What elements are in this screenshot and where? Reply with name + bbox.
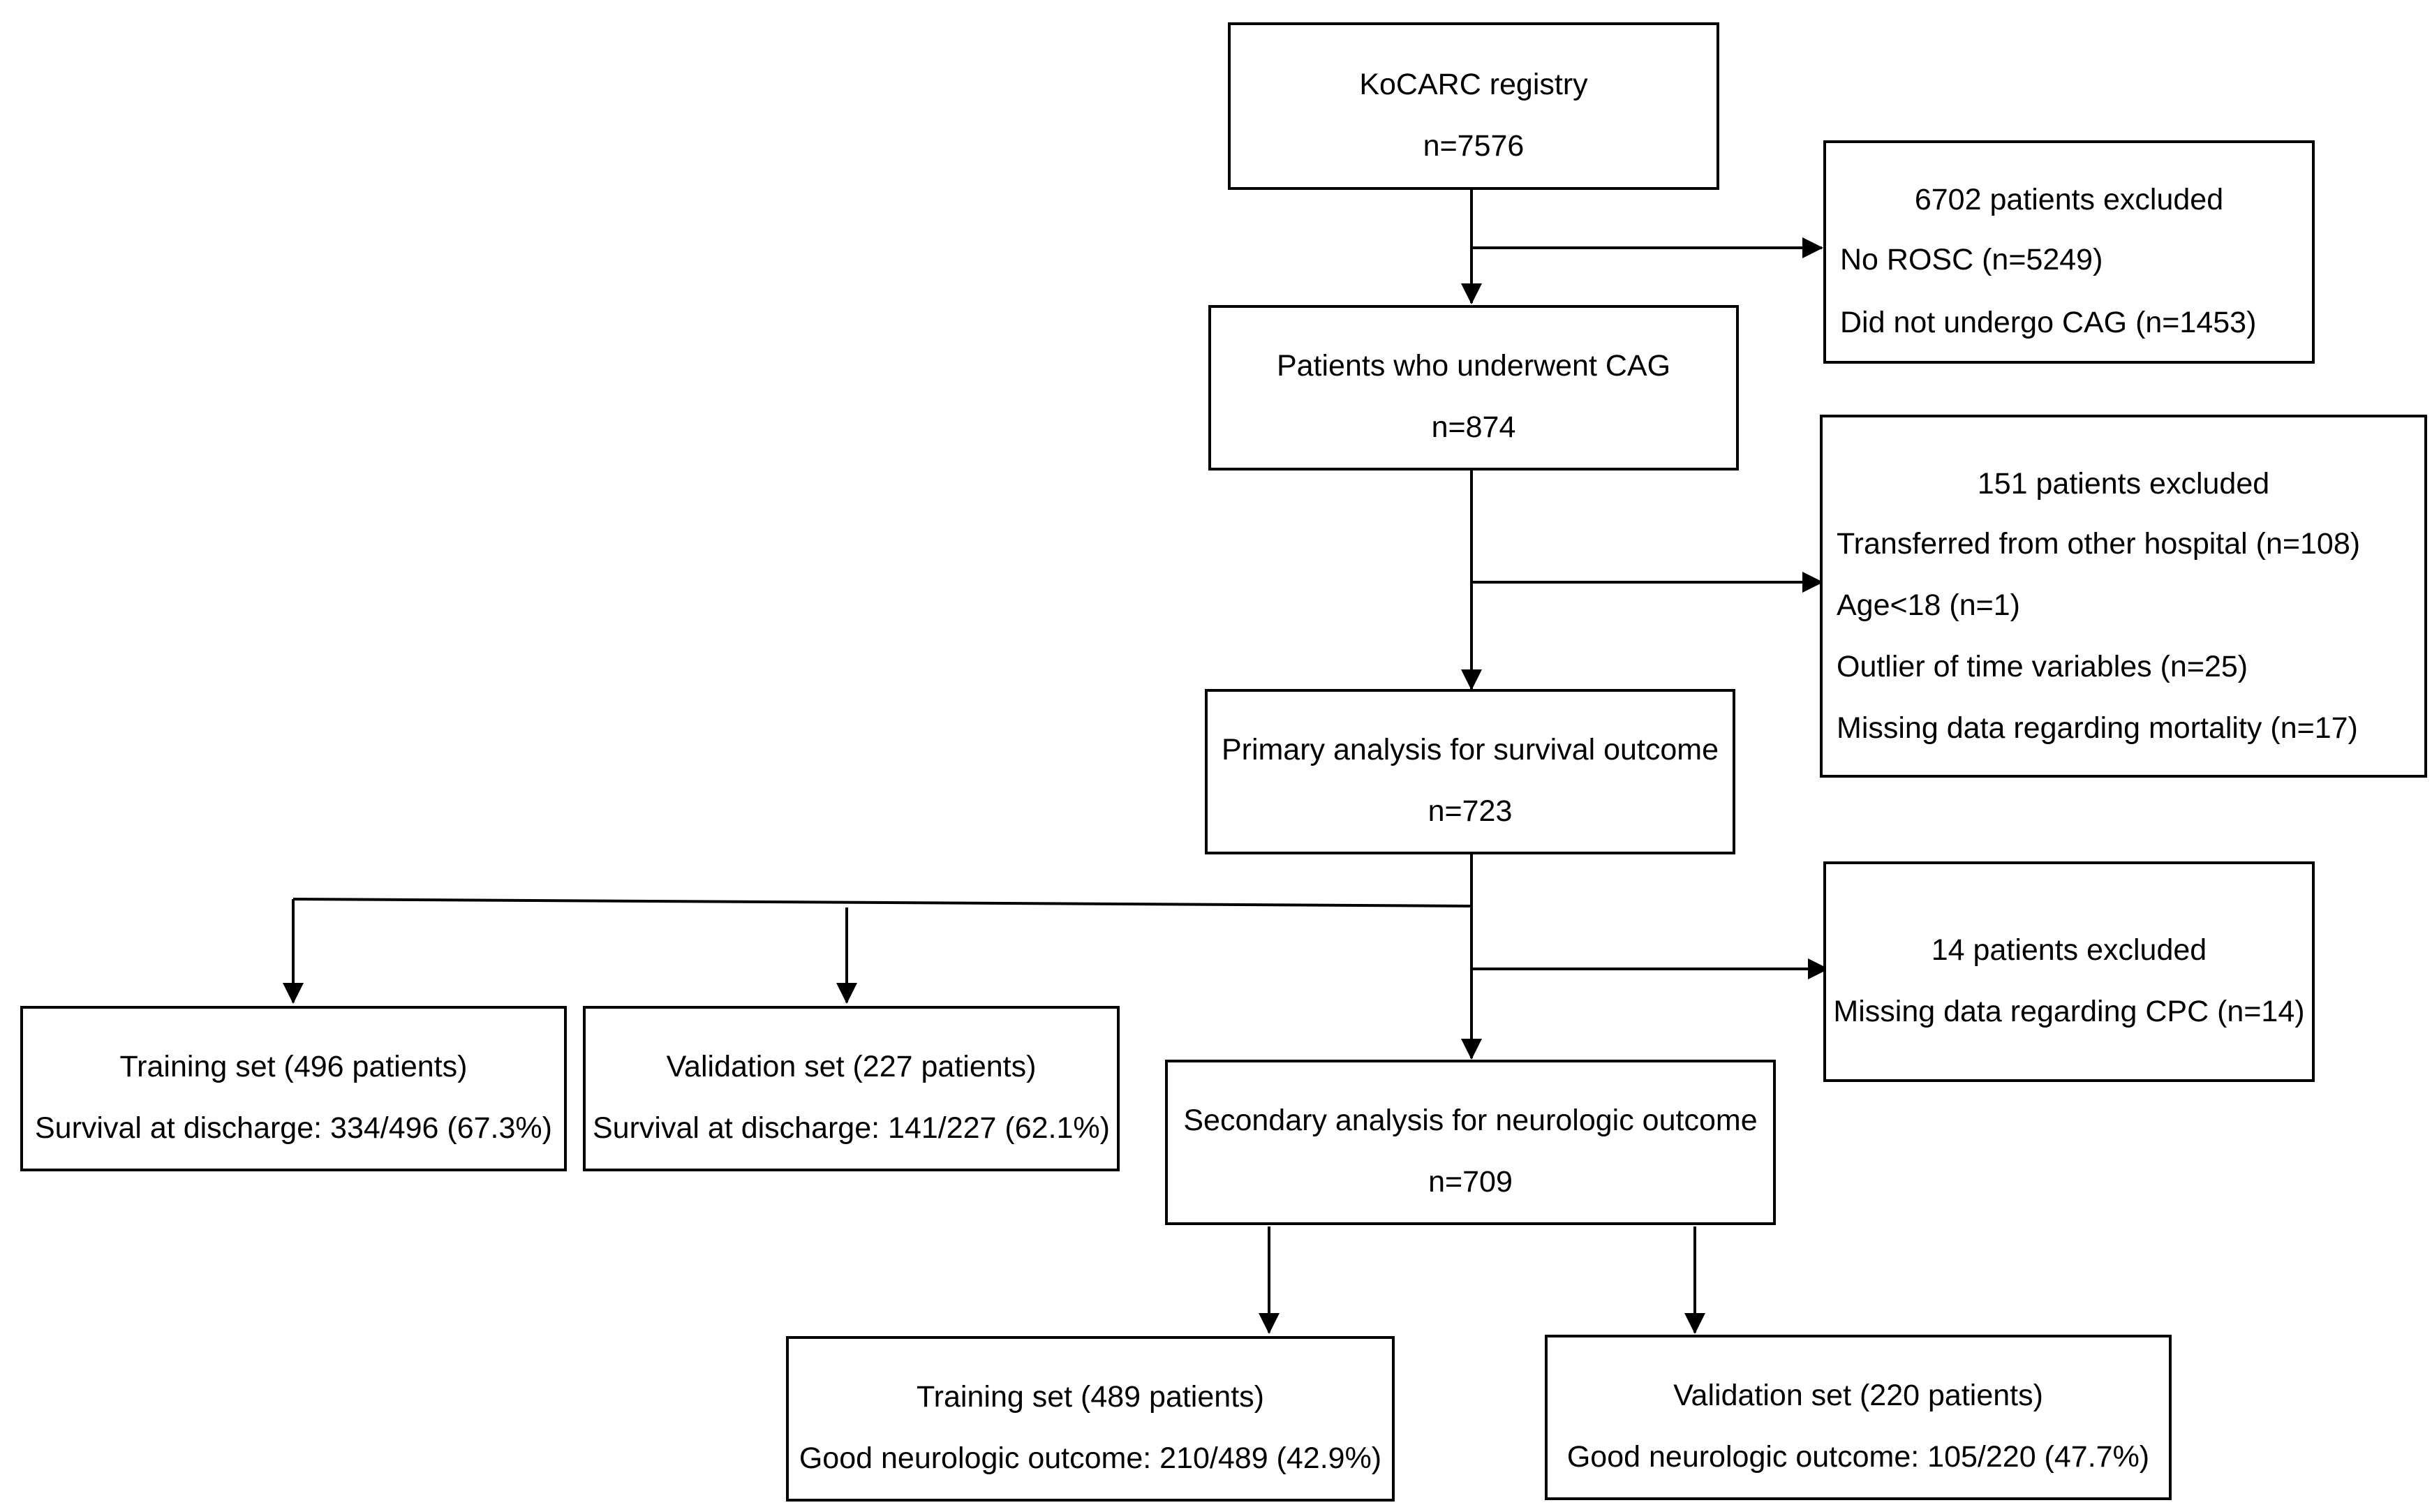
registry-title: KoCARC registry xyxy=(1359,68,1588,101)
survival-training-detail: Survival at discharge: 334/496 (67.3%) xyxy=(35,1111,552,1145)
primary-analysis-count: n=723 xyxy=(1428,794,1513,828)
exclusion-1-item: No ROSC (n=5249) xyxy=(1840,243,2103,276)
neuro-validation-box: Validation set (220 patients) Good neuro… xyxy=(1545,1335,2172,1500)
secondary-analysis-title: Secondary analysis for neurologic outcom… xyxy=(1183,1104,1758,1137)
survival-validation-detail: Survival at discharge: 141/227 (62.1%) xyxy=(593,1111,1110,1145)
exclusion-2-item: Age<18 (n=1) xyxy=(1837,588,2020,622)
exclusion-box-1: 6702 patients excluded No ROSC (n=5249) … xyxy=(1823,140,2315,364)
neuro-training-title: Training set (489 patients) xyxy=(917,1380,1264,1414)
exclusion-1-title: 6702 patients excluded xyxy=(1914,183,2224,216)
primary-analysis-box: Primary analysis for survival outcome n=… xyxy=(1205,689,1735,854)
exclusion-2-item: Missing data regarding mortality (n=17) xyxy=(1837,711,2358,745)
secondary-analysis-count: n=709 xyxy=(1428,1165,1513,1199)
cag-count: n=874 xyxy=(1431,410,1516,444)
survival-validation-title: Validation set (227 patients) xyxy=(666,1050,1037,1083)
survival-training-title: Training set (496 patients) xyxy=(119,1050,468,1083)
exclusion-box-2: 151 patients excluded Transferred from o… xyxy=(1820,415,2427,778)
exclusion-3-item: Missing data regarding CPC (n=14) xyxy=(1833,995,2305,1028)
registry-box: KoCARC registry n=7576 xyxy=(1228,22,1719,190)
exclusion-1-item: Did not undergo CAG (n=1453) xyxy=(1840,306,2257,339)
exclusion-2-item: Transferred from other hospital (n=108) xyxy=(1837,527,2361,561)
exclusion-box-3: 14 patients excluded Missing data regard… xyxy=(1823,861,2315,1082)
neuro-validation-title: Validation set (220 patients) xyxy=(1673,1379,2043,1412)
cag-title: Patients who underwent CAG xyxy=(1276,349,1671,383)
survival-validation-box: Validation set (227 patients) Survival a… xyxy=(583,1006,1120,1171)
exclusion-2-title: 151 patients excluded xyxy=(1977,467,2270,501)
survival-training-box: Training set (496 patients) Survival at … xyxy=(20,1006,567,1171)
exclusion-3-title: 14 patients excluded xyxy=(1931,933,2207,967)
cag-box: Patients who underwent CAG n=874 xyxy=(1208,305,1739,470)
exclusion-2-item: Outlier of time variables (n=25) xyxy=(1837,650,2248,683)
neuro-validation-detail: Good neurologic outcome: 105/220 (47.7%) xyxy=(1566,1440,2150,1474)
neuro-training-detail: Good neurologic outcome: 210/489 (42.9%) xyxy=(799,1441,1382,1475)
registry-count: n=7576 xyxy=(1423,129,1525,163)
secondary-analysis-box: Secondary analysis for neurologic outcom… xyxy=(1165,1060,1776,1225)
neuro-training-box: Training set (489 patients) Good neurolo… xyxy=(786,1336,1395,1502)
primary-analysis-title: Primary analysis for survival outcome xyxy=(1221,733,1719,766)
split-line-survival xyxy=(292,898,1472,907)
